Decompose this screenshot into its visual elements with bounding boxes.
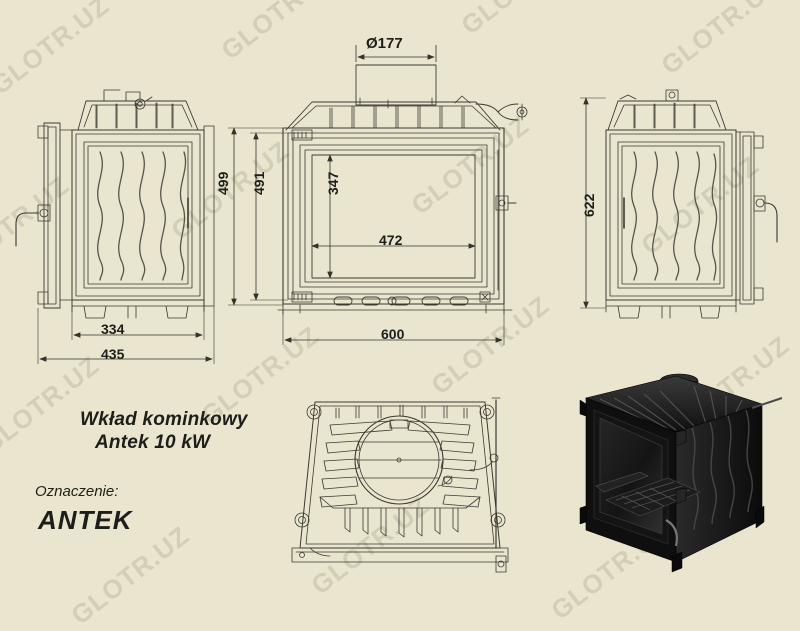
dimension-label-front-total-height: 499	[215, 171, 231, 195]
dimension-front-total-height	[228, 127, 283, 306]
dimension-label-front-inner-height: 491	[251, 171, 267, 195]
dimension-annotations	[37, 45, 606, 364]
dimension-label-glass-width: 472	[379, 232, 403, 248]
dimension-label-side-depth-total: 435	[101, 346, 125, 362]
view-front-elevation	[277, 64, 528, 315]
dimension-flue-diameter	[355, 45, 437, 62]
dimension-label-side-depth-inner: 334	[101, 321, 125, 337]
dimension-label-glass-height: 347	[325, 171, 341, 195]
view-right-side-section	[605, 89, 778, 319]
view-left-side-section	[15, 89, 215, 319]
product-title-line1: Wkład kominkowy	[80, 409, 248, 430]
dimension-side-height	[580, 97, 606, 309]
dimension-side-depth-inner	[71, 300, 205, 340]
dimension-label-side-height: 622	[581, 193, 597, 217]
designation-value: ANTEK	[38, 505, 133, 535]
product-photo	[579, 373, 783, 573]
designation-label: Oznaczenie:	[35, 483, 119, 500]
dimension-front-width	[282, 310, 505, 345]
product-title-line2: Antek 10 kW	[95, 432, 211, 453]
dimension-label-front-width: 600	[381, 326, 405, 342]
dimension-front-inner-height	[250, 132, 288, 301]
view-top-plan	[291, 397, 509, 573]
dimension-label-flue-diameter: Ø177	[366, 35, 403, 52]
dimension-side-depth-total	[37, 306, 215, 364]
